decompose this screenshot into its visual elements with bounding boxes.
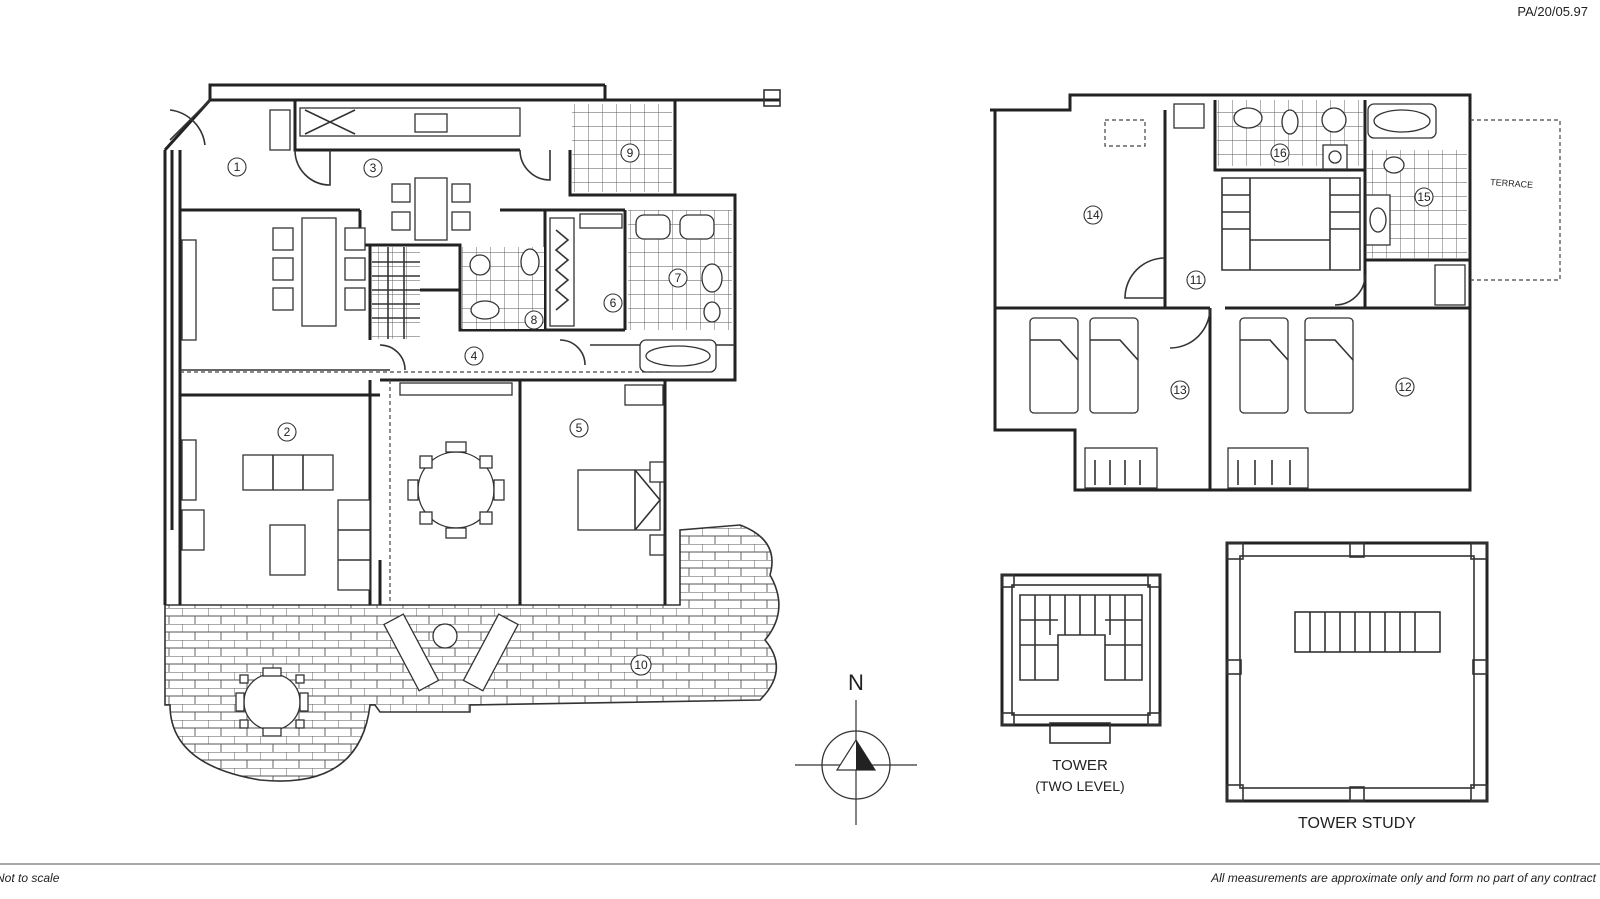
room-marker-4: 4 [464, 346, 484, 366]
room-marker-12: 12 [1395, 377, 1415, 397]
room-marker-13: 13 [1170, 380, 1190, 400]
room-marker-2: 2 [277, 422, 297, 442]
north-compass: N [795, 670, 917, 825]
room-marker-6: 6 [603, 293, 623, 313]
tower-study-plan: TOWER STUDY [1225, 541, 1489, 832]
tower-title: TOWER [1052, 757, 1108, 774]
first-floor-plan: TERRACE [990, 93, 1561, 492]
svg-text:6: 6 [610, 296, 617, 310]
terrace-label: TERRACE [1490, 177, 1534, 190]
svg-text:16: 16 [1273, 146, 1287, 160]
svg-text:12: 12 [1398, 380, 1412, 394]
room-marker-9: 9 [620, 143, 640, 163]
reference-code: PA/20/05.97 [1517, 4, 1588, 19]
svg-text:8: 8 [531, 313, 538, 327]
svg-text:9: 9 [627, 146, 634, 160]
room-marker-10: 10 [630, 654, 652, 676]
tower-study-title: TOWER STUDY [1298, 815, 1416, 832]
room-marker-14: 14 [1083, 205, 1103, 225]
compass-north-label: N [848, 670, 864, 695]
svg-text:14: 14 [1086, 208, 1100, 222]
terrace-paving-10 [164, 524, 780, 782]
scale-note: Not to scale [0, 871, 60, 885]
room-marker-16: 16 [1270, 143, 1290, 163]
svg-text:7: 7 [675, 271, 682, 285]
tower-subtitle: (TWO LEVEL) [1035, 778, 1124, 794]
room-marker-1: 1 [227, 157, 247, 177]
svg-text:3: 3 [370, 161, 377, 175]
room-marker-3: 3 [363, 158, 383, 178]
room-marker-11: 11 [1186, 270, 1206, 290]
svg-text:15: 15 [1417, 190, 1431, 204]
room-marker-5: 5 [569, 418, 589, 438]
svg-text:10: 10 [634, 658, 648, 672]
room-marker-15: 15 [1414, 187, 1434, 207]
room-marker-8: 8 [524, 310, 544, 330]
disclaimer-note: All measurements are approximate only an… [1210, 871, 1597, 885]
room-marker-7: 7 [668, 268, 688, 288]
svg-text:4: 4 [471, 349, 478, 363]
svg-text:13: 13 [1173, 383, 1187, 397]
svg-text:2: 2 [284, 425, 291, 439]
ground-floor-plan: 1 2 3 4 5 6 7 8 [163, 83, 781, 782]
tower-plan: TOWER (TWO LEVEL) [1000, 573, 1162, 794]
svg-text:11: 11 [1190, 273, 1203, 287]
svg-text:1: 1 [234, 160, 241, 174]
svg-text:5: 5 [576, 421, 583, 435]
